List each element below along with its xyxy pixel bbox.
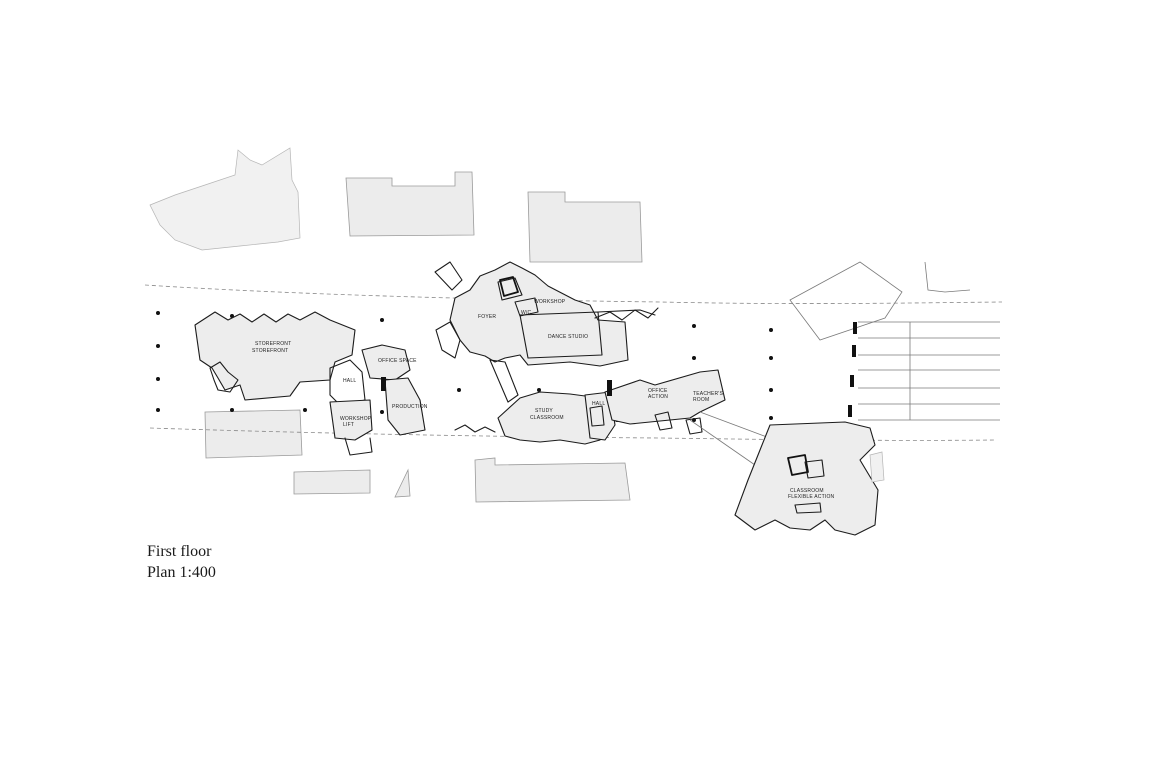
svg-text:HALL: HALL: [592, 401, 605, 407]
svg-text:STOREFRONT: STOREFRONT: [252, 348, 288, 354]
east-link: [689, 261, 1000, 466]
svg-text:WORKSHOP: WORKSHOP: [534, 299, 566, 305]
svg-text:PRODUCTION: PRODUCTION: [392, 404, 428, 410]
svg-text:FLEXIBLE ACTION: FLEXIBLE ACTION: [788, 494, 835, 500]
svg-text:STOREFRONT: STOREFRONT: [255, 341, 291, 347]
plan-caption: First floor Plan 1:400: [147, 541, 216, 583]
east-building: CLASSROOM FLEXIBLE ACTION: [734, 421, 885, 536]
svg-text:W/C: W/C: [521, 310, 532, 316]
west-building: STOREFRONT STOREFRONT OFFICE SPACE HALL …: [194, 311, 428, 456]
caption-title: First floor: [147, 543, 212, 560]
svg-text:CLASSROOM: CLASSROOM: [790, 488, 824, 494]
svg-text:FOYER: FOYER: [478, 314, 496, 320]
svg-text:ACTION: ACTION: [648, 394, 668, 400]
svg-text:LIFT: LIFT: [343, 422, 354, 428]
svg-text:OFFICE: OFFICE: [648, 388, 668, 394]
svg-text:ROOM: ROOM: [693, 397, 709, 403]
svg-text:DANCE STUDIO: DANCE STUDIO: [548, 334, 588, 340]
context-buildings-north: [149, 147, 643, 263]
svg-text:HALL: HALL: [343, 378, 356, 384]
caption-scale: Plan 1:400: [147, 564, 216, 581]
street-edges: [144, 284, 1003, 441]
svg-text:OFFICE SPACE: OFFICE SPACE: [378, 358, 417, 364]
sketch-mark: [924, 261, 971, 293]
svg-text:STUDY: STUDY: [535, 408, 553, 414]
svg-text:WORKSHOP: WORKSHOP: [340, 416, 372, 422]
central-building: FOYER WORKSHOP DANCE STUDIO W/C: [434, 261, 656, 403]
roof-edge-sketch: [594, 307, 659, 321]
svg-text:TEACHER'S: TEACHER'S: [693, 391, 723, 397]
context-buildings-south: [204, 409, 631, 503]
svg-text:CLASSROOM: CLASSROOM: [530, 415, 564, 421]
south-middle-building: STUDY CLASSROOM HALL OFFICE ACTION TEACH…: [454, 369, 726, 445]
